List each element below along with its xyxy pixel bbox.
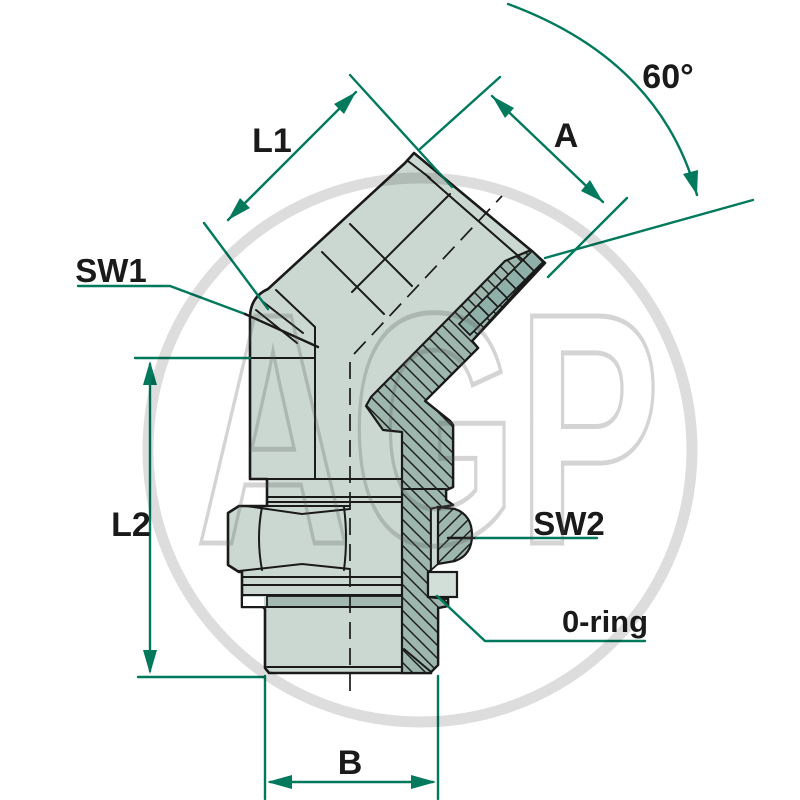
watermark-circle — [142, 172, 698, 728]
oring-groove — [426, 570, 459, 599]
label-a: A — [554, 117, 579, 155]
dimension-angle-60 — [506, 2, 755, 260]
label-sw2: SW2 — [533, 505, 605, 542]
dimensions — [76, 2, 755, 800]
watermark: AGP — [142, 172, 698, 728]
fitting-body — [226, 151, 547, 698]
internal-edges — [238, 160, 525, 672]
label-sw1: SW1 — [75, 252, 147, 289]
dimension-l1 — [202, 73, 454, 311]
dimension-a — [418, 75, 629, 279]
section-hatch — [364, 248, 545, 675]
sw2-hex-section — [436, 505, 474, 566]
label-b: B — [338, 744, 363, 782]
label-angle: 60° — [642, 58, 693, 96]
label-oring: 0-ring — [562, 604, 648, 639]
thread-band — [457, 249, 545, 337]
centerlines — [349, 195, 503, 698]
label-l1: L1 — [252, 122, 292, 160]
dimension-b — [263, 674, 440, 800]
leader-sw1 — [76, 284, 320, 349]
label-l2: L2 — [111, 506, 151, 544]
leader-oring — [435, 594, 647, 643]
dimension-l2 — [133, 356, 266, 679]
watermark-text: AGP — [196, 244, 661, 613]
